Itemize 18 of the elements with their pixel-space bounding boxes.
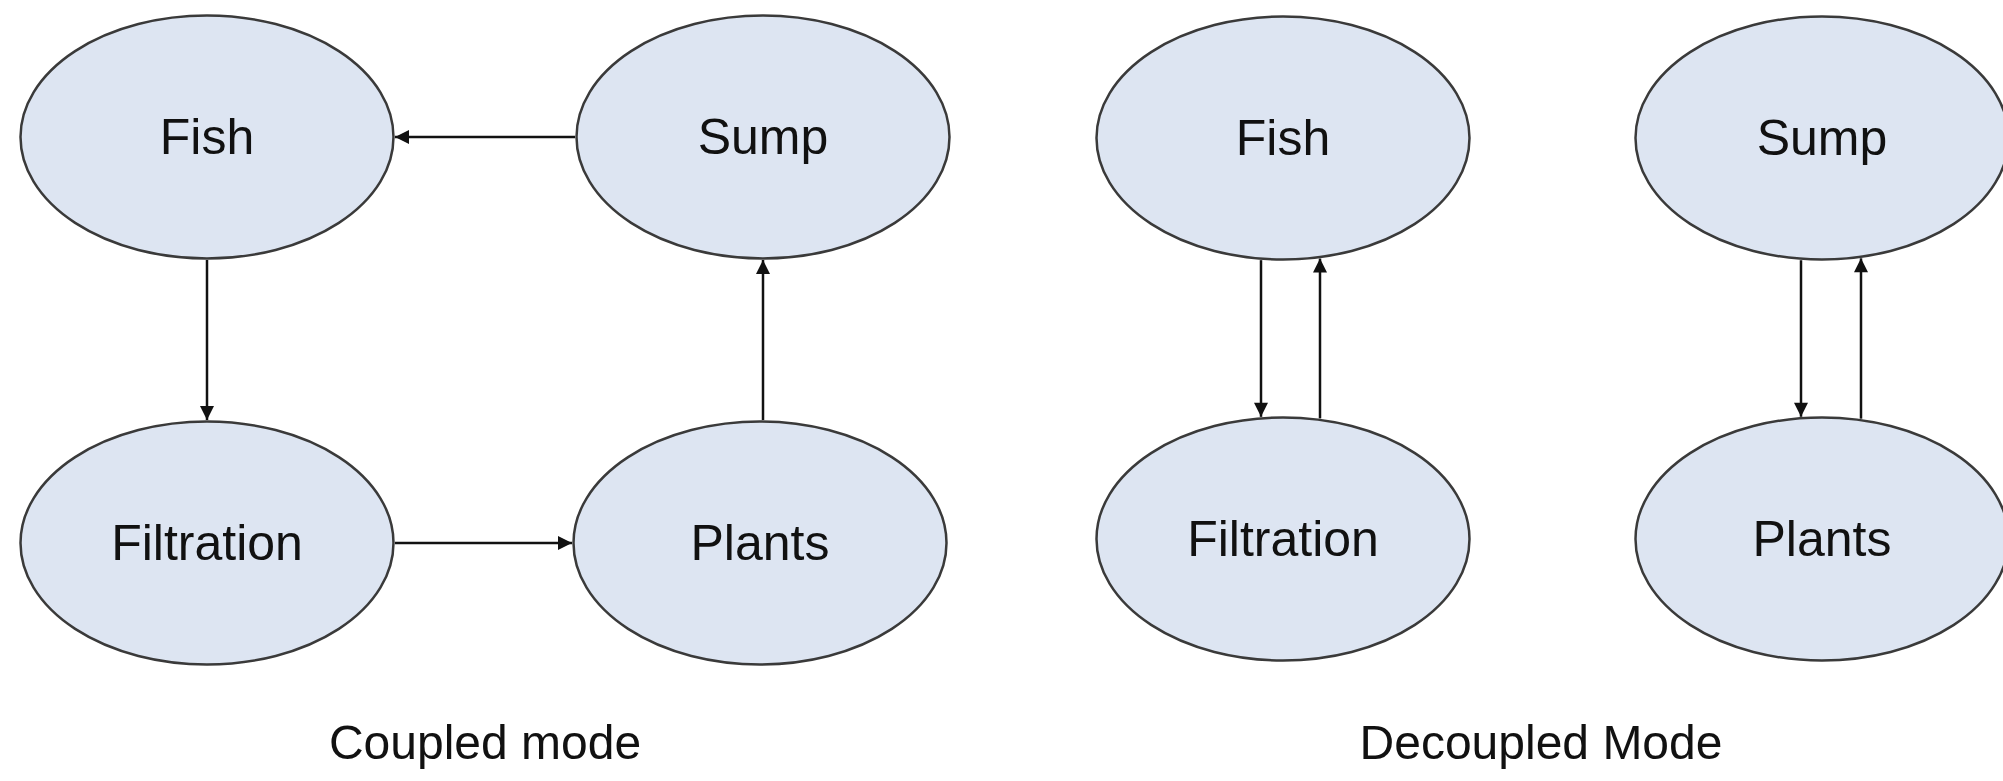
caption: Decoupled Mode: [1359, 715, 1723, 770]
arrow: [200, 260, 214, 420]
arrow: [1313, 258, 1327, 419]
arrow: [395, 536, 572, 550]
arrow: [1254, 260, 1268, 417]
arrow: [395, 130, 575, 144]
arrow: [1794, 260, 1808, 417]
node-label: Plants: [1752, 510, 1892, 568]
caption: Coupled mode: [328, 715, 642, 770]
node-label: Sump: [1756, 109, 1888, 167]
arrow: [756, 260, 770, 420]
node-label: Plants: [690, 514, 830, 572]
node-label: Sump: [697, 108, 829, 166]
node-label: Filtration: [111, 514, 303, 572]
node-label: Fish: [159, 108, 255, 166]
node-label: Fish: [1235, 109, 1331, 167]
node-label: Filtration: [1187, 510, 1379, 568]
arrow: [1854, 258, 1868, 419]
